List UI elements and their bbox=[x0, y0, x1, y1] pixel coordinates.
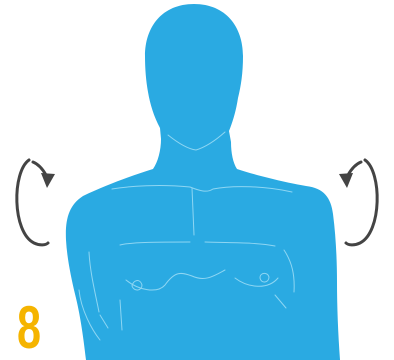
body-silhouette bbox=[66, 4, 340, 360]
rotate-shoulder-left-icon bbox=[17, 160, 55, 245]
step-number: 8 bbox=[17, 298, 41, 358]
rotate-shoulder-right-icon bbox=[339, 160, 377, 245]
